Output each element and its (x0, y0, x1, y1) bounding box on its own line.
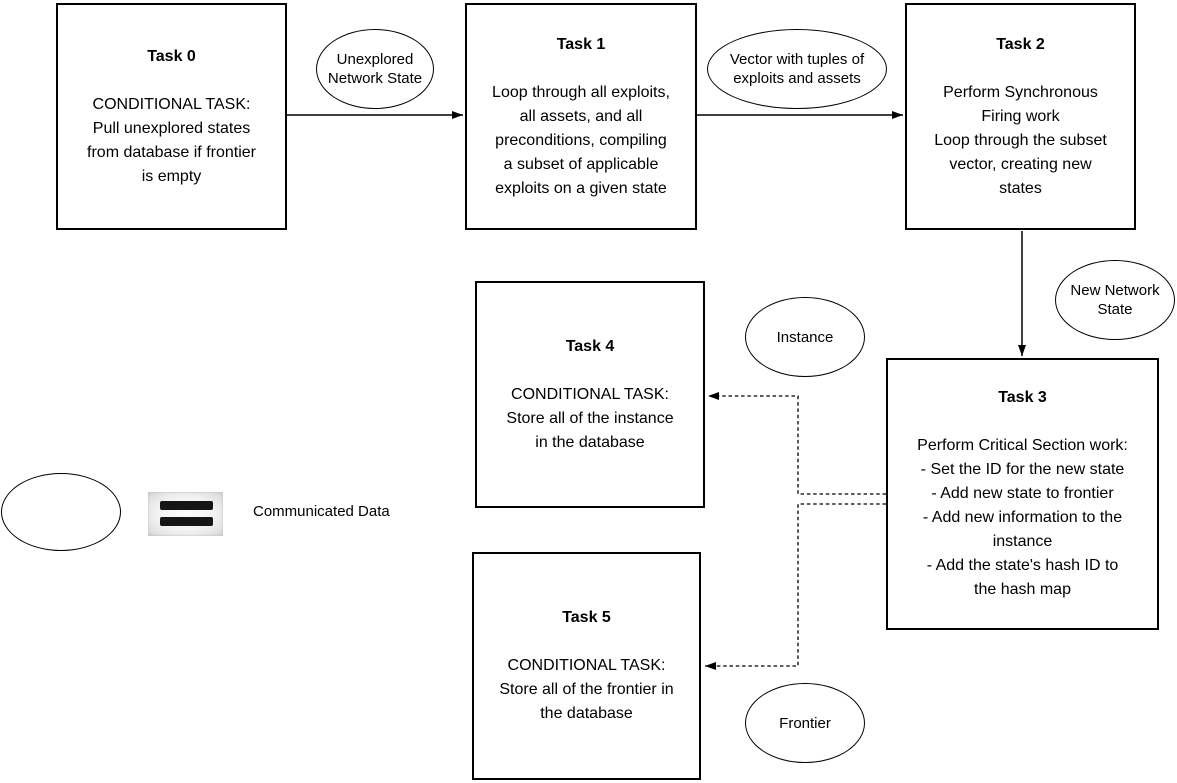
task0-title: Task 0 (147, 47, 196, 65)
oval-frontier-label: Frontier (779, 714, 831, 732)
task1-body: Loop through all exploits, all assets, a… (492, 83, 670, 197)
task5-title: Task 5 (562, 609, 611, 626)
oval-unexplored-label: Unexplored Network State (327, 51, 423, 87)
oval-newstate-label: New Network State (1070, 282, 1160, 318)
task1-title: Task 1 (556, 35, 606, 53)
task0-body: CONDITIONAL TASK: Pull unexplored states… (87, 95, 256, 185)
task2-body: Perform Synchronous Firing work Loop thr… (934, 83, 1107, 197)
oval-instance-label: Instance (776, 328, 834, 346)
oval-vector-with-tuples: Vector with tuples of exploits and asset… (707, 29, 887, 109)
equals-icon (148, 492, 223, 536)
task2-title: Task 2 (996, 35, 1045, 53)
oval-new-network-state: New Network State (1055, 260, 1175, 340)
task1-box: Task 1 Loop through all exploits, all as… (465, 3, 697, 230)
task4-title: Task 4 (565, 337, 615, 355)
task5-body: CONDITIONAL TASK: Store all of the front… (499, 657, 674, 722)
task2-box: Task 2 Perform Synchronous Firing work L… (905, 3, 1136, 230)
equals-bar-top (160, 501, 213, 510)
task3-body: Perform Critical Section work: - Set the… (917, 437, 1128, 598)
legend: Communicated Data (0, 470, 440, 555)
dashed-connector-task3-task5 (705, 503, 886, 670)
task3-box: Task 3 Perform Critical Section work: - … (886, 358, 1159, 630)
legend-oval-shape (1, 473, 121, 551)
oval-vector-label: Vector with tuples of exploits and asset… (729, 51, 865, 87)
task4-box: Task 4 CONDITIONAL TASK: Store all of th… (475, 281, 705, 508)
legend-label: Communicated Data (253, 503, 390, 520)
task5-box: Task 5 CONDITIONAL TASK: Store all of th… (472, 552, 701, 780)
oval-instance: Instance (745, 297, 865, 377)
equals-bar-bottom (160, 517, 213, 526)
oval-frontier: Frontier (745, 683, 865, 763)
task4-body: CONDITIONAL TASK: Store all of the insta… (506, 385, 674, 451)
task3-title: Task 3 (998, 389, 1047, 406)
task0-box: Task 0 CONDITIONAL TASK: Pull unexplored… (56, 3, 287, 230)
dashed-connector-task3-task4 (708, 392, 886, 495)
oval-unexplored-network-state: Unexplored Network State (316, 29, 434, 109)
